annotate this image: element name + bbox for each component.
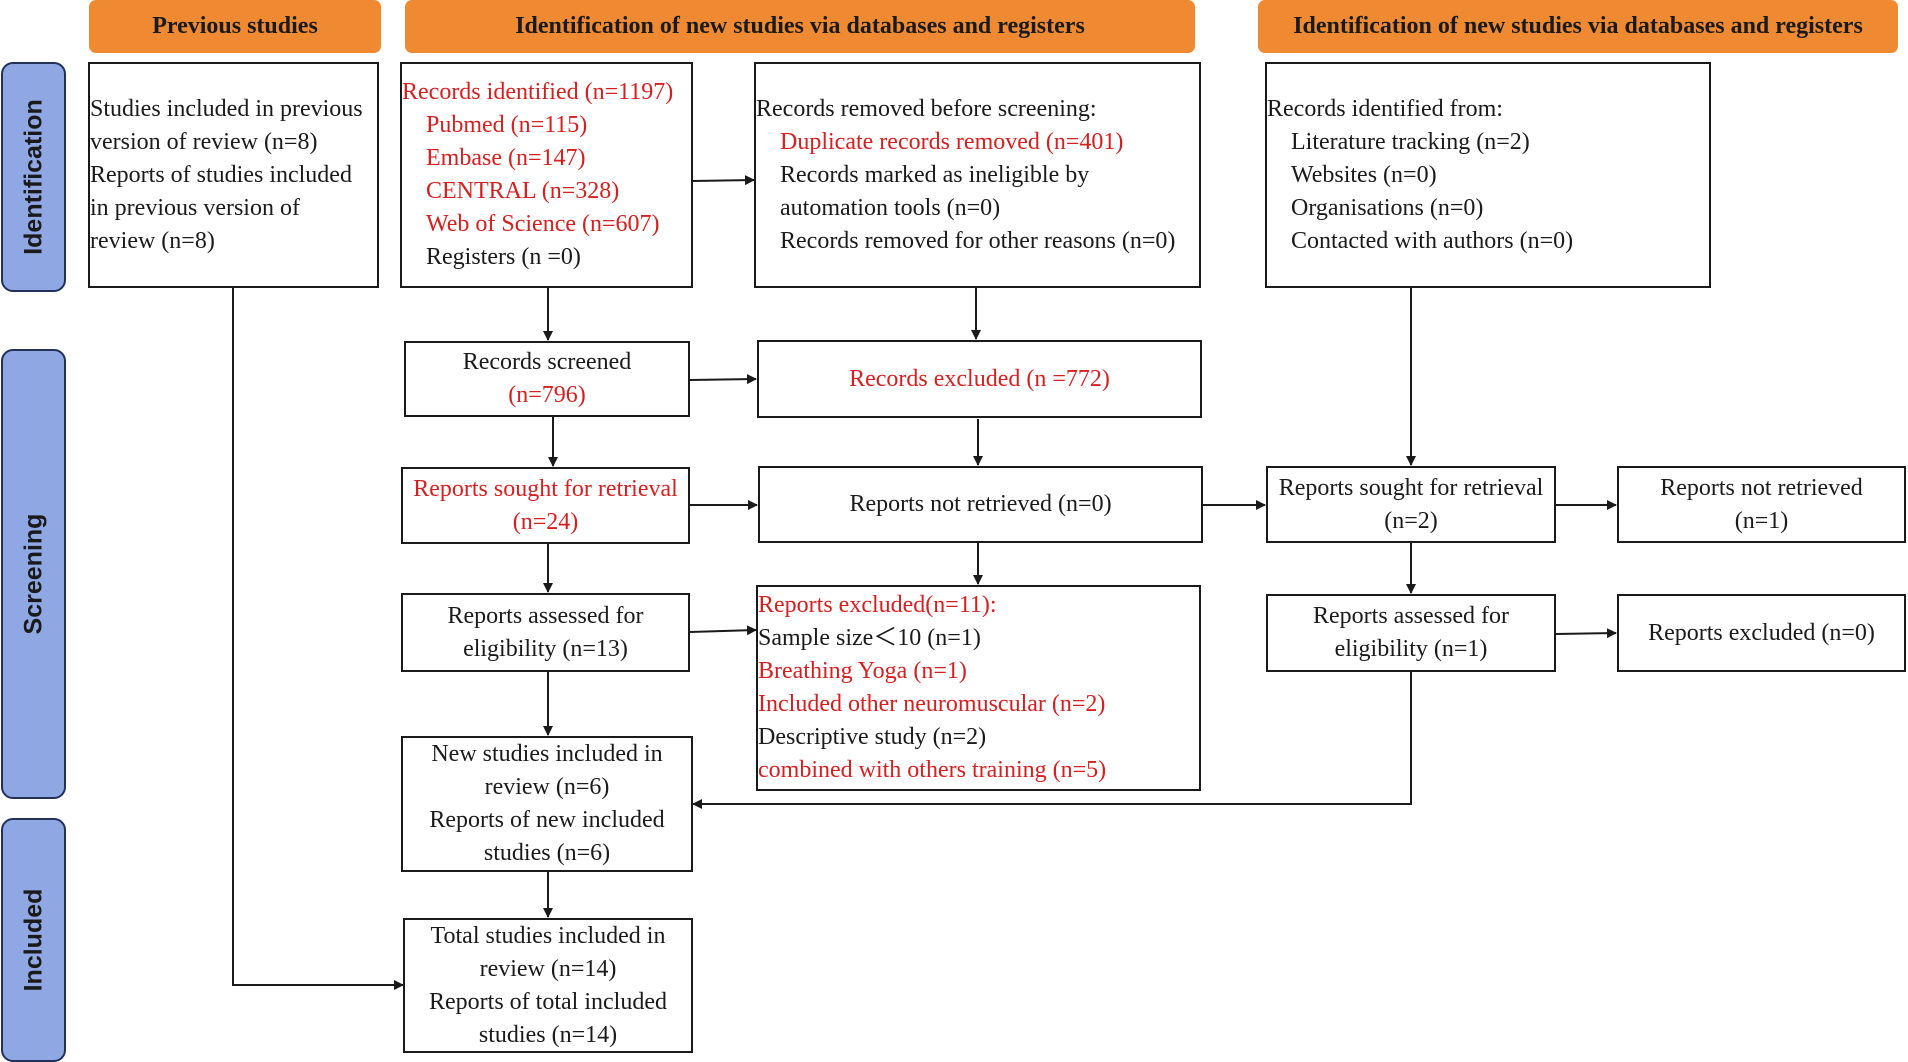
previous-line-1: Studies included in previous — [90, 95, 363, 122]
stage-screening-label: Screening — [19, 513, 47, 635]
other-contacted-authors: Contacted with authors (n=0) — [1291, 227, 1574, 254]
assessed-line-2: eligibility (n=13) — [463, 635, 628, 662]
records-identified-total: Records identified (n=1197) — [402, 79, 674, 105]
stage-included: Included — [1, 818, 66, 1062]
excluded-descriptive: Descriptive study (n=2) — [758, 724, 987, 750]
stage-identification-label: Identification — [19, 99, 47, 255]
reports-excluded-box: Reports excluded(n=11): Sample size＜10 (… — [756, 585, 1201, 791]
other-reports-excluded-box: Reports excluded (n=0) — [1617, 594, 1906, 672]
other-reports-sought-box: Reports sought for retrieval (n=2) — [1266, 466, 1556, 543]
records-screened-box: Records screened (n=796) — [404, 341, 690, 417]
new-included-line-4: studies (n=6) — [483, 840, 611, 866]
records-pubmed: Pubmed (n=115) — [426, 112, 588, 138]
screened-line-1: Records screened — [462, 349, 632, 375]
stage-included-label: Included — [19, 888, 47, 992]
not-retrieved-text: Reports not retrieved (n=0) — [849, 491, 1112, 517]
records-excluded-text: Records excluded (n =772) — [849, 365, 1110, 392]
sought-line-1: Reports sought for retrieval — [413, 475, 678, 502]
records-excluded-box: Records excluded (n =772) — [757, 340, 1202, 418]
records-identified-box: Records identified (n=1197) Pubmed (n=11… — [400, 62, 693, 288]
other-reports-assessed-box: Reports assessed for eligibility (n=1) — [1266, 594, 1556, 672]
previous-line-5: review (n=8) — [90, 227, 215, 254]
new-studies-included-box: New studies included in review (n=6) Rep… — [401, 736, 693, 872]
other-assessed-line-1: Reports assessed for — [1313, 603, 1509, 629]
removed-title: Records removed before screening: — [756, 95, 1097, 122]
records-removed-box: Records removed before screening: Duplic… — [754, 62, 1201, 288]
total-included-line-1: Total studies included in — [430, 922, 666, 949]
removed-ineligible-line-1: Records marked as ineligible by — [780, 161, 1090, 188]
reports-excluded-title: Reports excluded(n=11): — [758, 592, 997, 618]
previous-line-2: version of review (n=8) — [90, 128, 318, 155]
total-included-line-2: review (n=14) — [479, 955, 617, 982]
other-identified-title: Records identified from: — [1267, 95, 1503, 122]
arrow-previous-to-total-included — [232, 287, 404, 990]
assessed-line-1: Reports assessed for — [447, 602, 644, 629]
sought-count: (n=24) — [512, 508, 579, 535]
other-organisations: Organisations (n=0) — [1291, 194, 1484, 221]
other-literature-tracking: Literature tracking (n=2) — [1291, 128, 1530, 155]
other-not-retrieved-count: (n=1) — [1734, 507, 1789, 534]
arrow-assessed-to-reports-excluded — [689, 625, 757, 636]
screened-count: (n=796) — [508, 382, 586, 408]
removed-duplicates: Duplicate records removed (n=401) — [780, 128, 1124, 155]
total-included-line-3: Reports of total included — [429, 988, 667, 1015]
other-records-identified-box: Records identified from: Literature trac… — [1265, 62, 1711, 288]
removed-ineligible-line-2: automation tools (n=0) — [780, 194, 1001, 221]
header-other-methods: Identification of new studies via databa… — [1258, 0, 1898, 53]
other-excluded-text: Reports excluded (n=0) — [1648, 619, 1875, 646]
previous-studies-box: Studies included in previous version of … — [88, 62, 379, 288]
removed-other-reasons: Records removed for other reasons (n=0) — [780, 227, 1176, 254]
total-included-line-4: studies (n=14) — [478, 1021, 618, 1048]
arrow-other-assessed-to-excluded — [1555, 628, 1617, 639]
previous-line-4: in previous version of — [90, 194, 300, 221]
arrow-identified-to-removed — [692, 175, 755, 186]
previous-line-3: Reports of studies included — [90, 161, 352, 188]
arrow-screened-to-excluded — [689, 374, 757, 385]
other-sought-count: (n=2) — [1384, 507, 1438, 534]
excluded-combined-training: combined with others training (n=5) — [758, 757, 1107, 783]
header-previous-studies: Previous studies — [89, 0, 381, 53]
stage-screening: Screening — [1, 349, 66, 799]
excluded-neuromuscular: Included other neuromuscular (n=2) — [758, 691, 1106, 717]
new-included-line-1: New studies included in — [431, 741, 663, 767]
other-sought-line-1: Reports sought for retrieval — [1278, 474, 1544, 501]
header-databases-registers: Identification of new studies via databa… — [405, 0, 1195, 53]
other-assessed-line-2: eligibility (n=1) — [1334, 636, 1488, 662]
stage-identification: Identification — [1, 62, 66, 292]
new-included-line-2: review (n=6) — [484, 774, 610, 800]
other-websites: Websites (n=0) — [1291, 161, 1437, 188]
reports-sought-box: Reports sought for retrieval (n=24) — [401, 467, 690, 544]
records-registers: Registers (n =0) — [426, 244, 581, 270]
new-included-line-3: Reports of new included — [429, 807, 665, 833]
reports-assessed-box: Reports assessed for eligibility (n=13) — [401, 593, 690, 672]
records-embase: Embase (n=147) — [426, 145, 586, 171]
reports-not-retrieved-box: Reports not retrieved (n=0) — [758, 466, 1203, 543]
other-not-retrieved-line-1: Reports not retrieved — [1660, 474, 1863, 501]
records-web-of-science: Web of Science (n=607) — [426, 211, 660, 237]
records-central: CENTRAL (n=328) — [426, 178, 620, 204]
excluded-sample-size: Sample size＜10 (n=1) — [758, 625, 981, 651]
total-studies-included-box: Total studies included in review (n=14) … — [403, 918, 693, 1053]
excluded-breathing-yoga: Breathing Yoga (n=1) — [758, 658, 967, 684]
other-not-retrieved-box: Reports not retrieved (n=1) — [1617, 466, 1906, 543]
